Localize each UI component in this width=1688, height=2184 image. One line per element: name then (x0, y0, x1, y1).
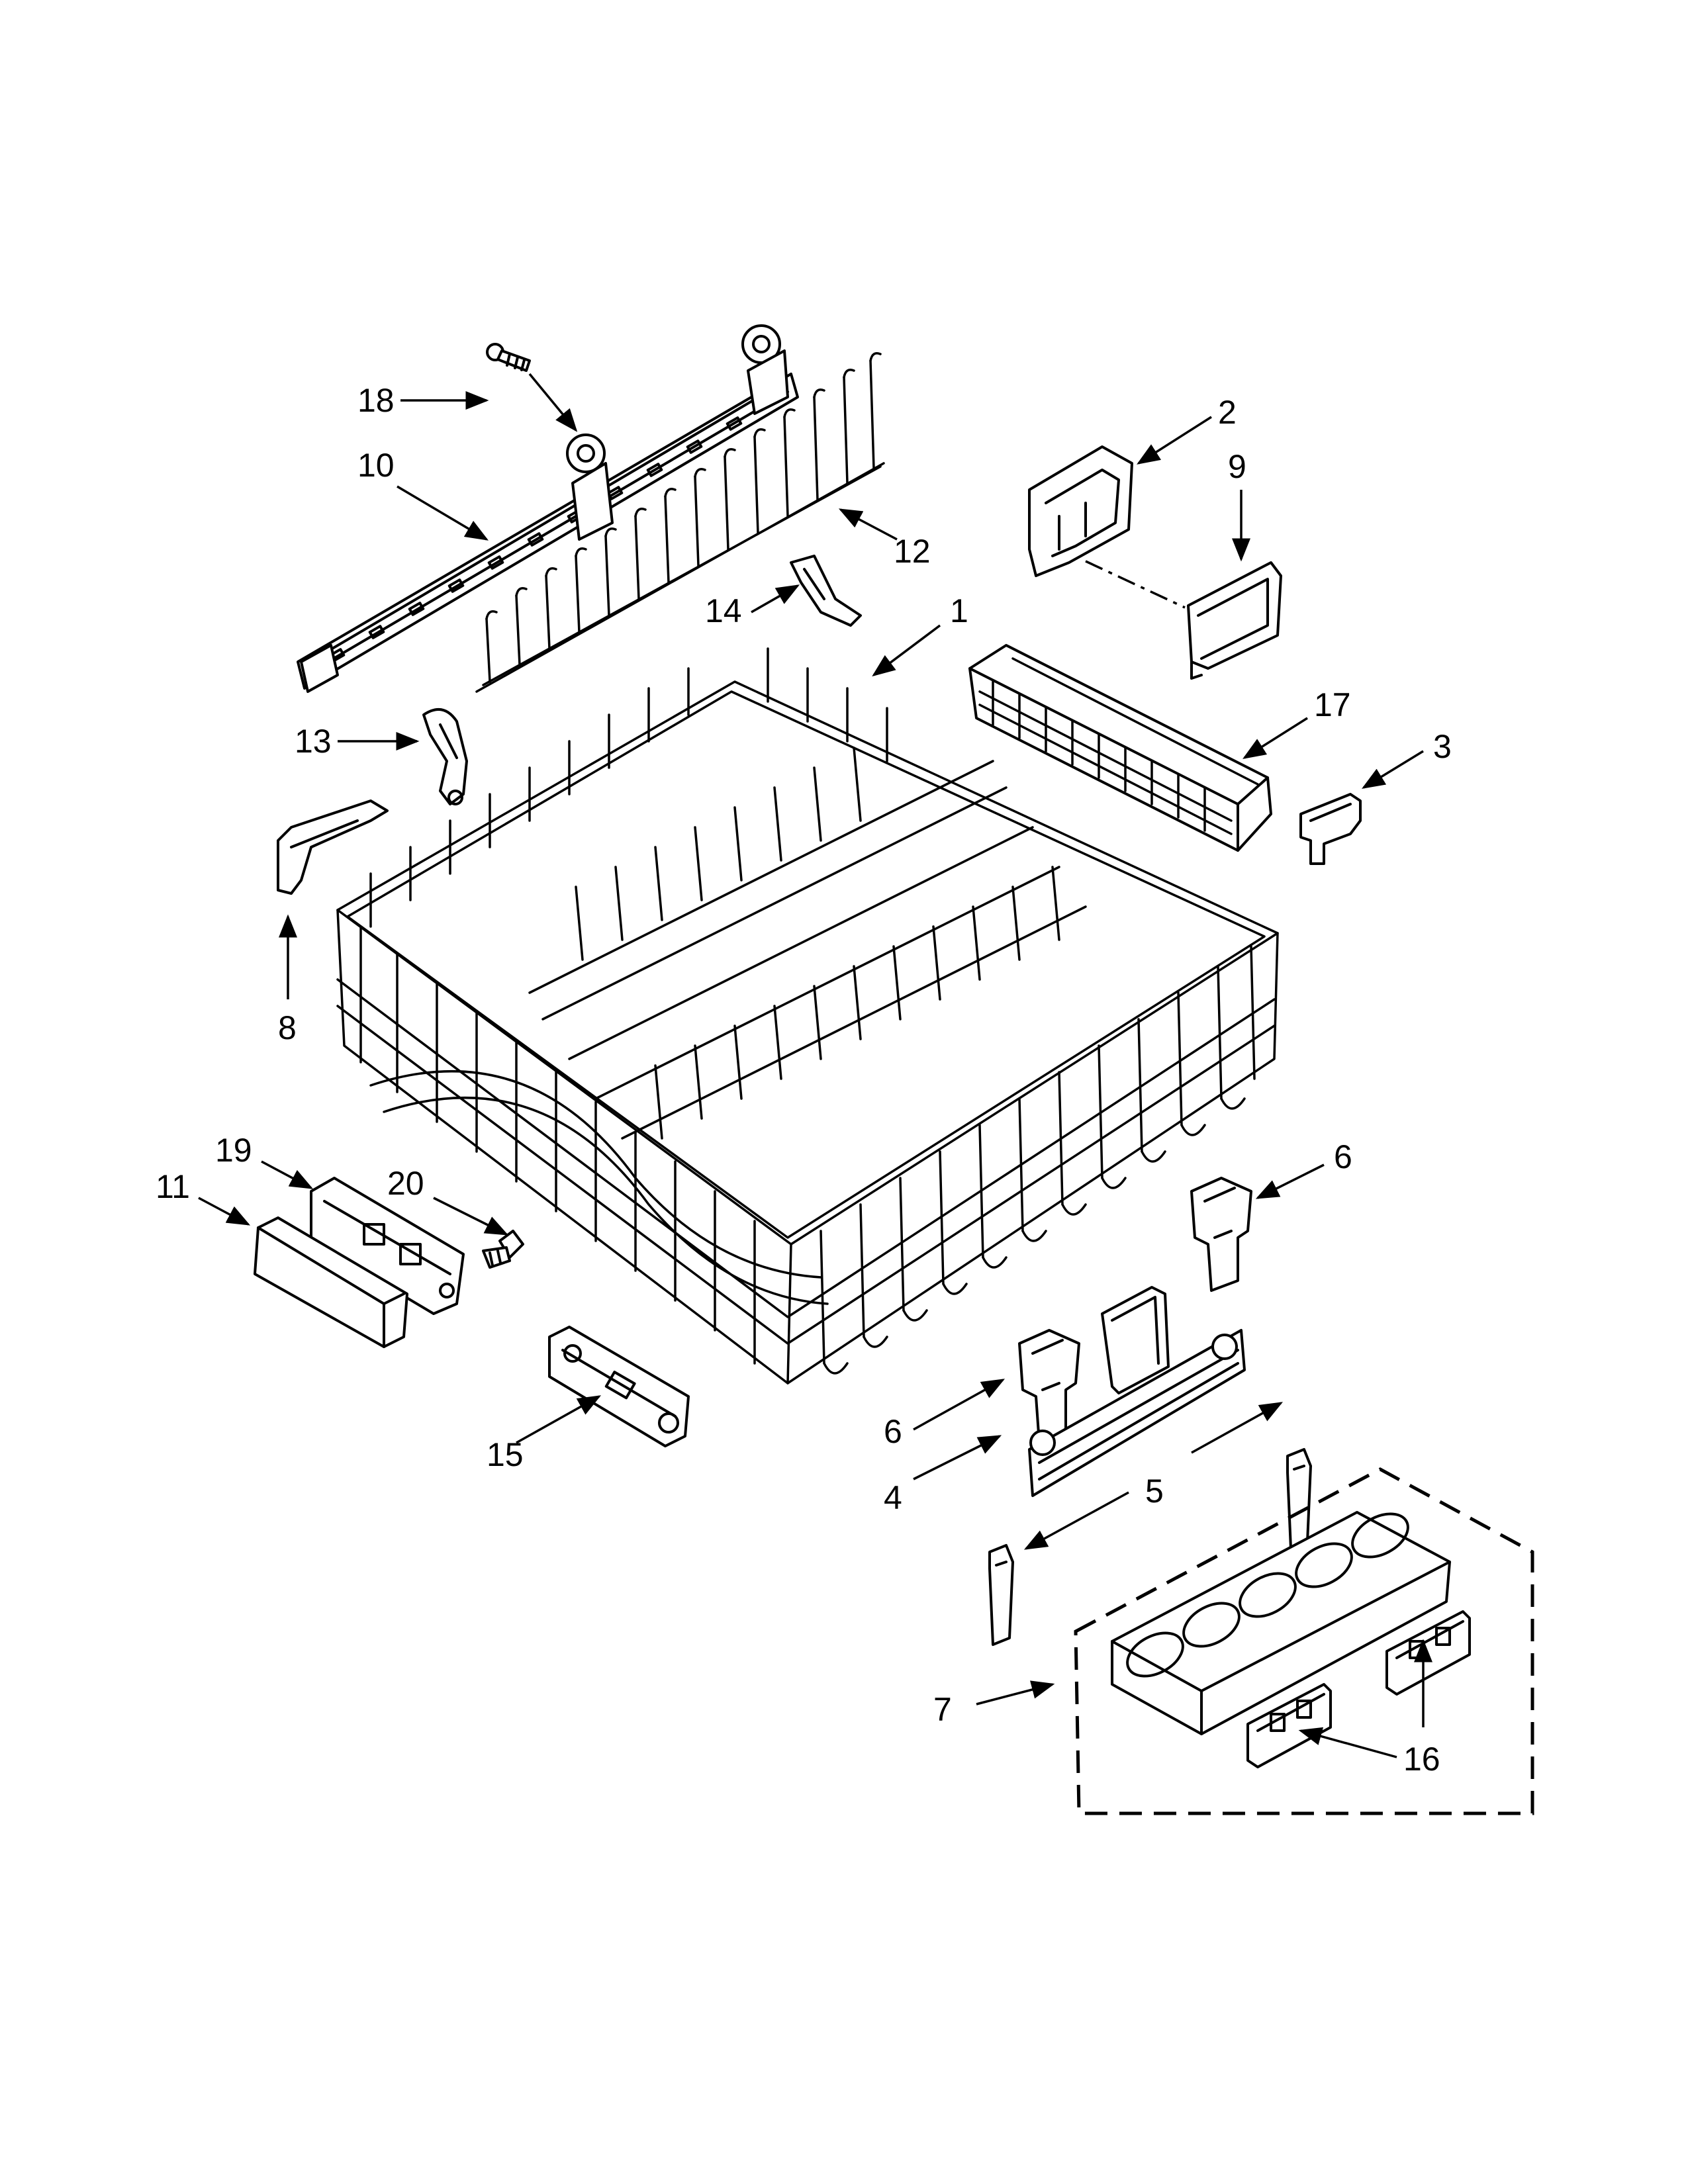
callout-6-upper: 6 (1334, 1138, 1352, 1175)
callout-labels: 18 10 12 2 9 14 1 17 3 13 8 6 19 11 20 6… (156, 382, 1452, 1778)
part-11-rack-handle (254, 1216, 408, 1348)
callout-3: 3 (1433, 728, 1452, 765)
callout-15: 15 (487, 1436, 524, 1473)
leader-lines (198, 373, 1432, 1758)
callout-13: 13 (295, 723, 332, 760)
part-8-stop-arm (277, 799, 389, 895)
part-20-screw (482, 1230, 524, 1269)
callout-10: 10 (357, 447, 395, 484)
part-19-handle-bracket (310, 1177, 465, 1315)
part-6-clip-lower (1018, 1329, 1080, 1444)
part-18-screw (486, 343, 531, 372)
callout-9: 9 (1228, 448, 1246, 485)
part-10-rack-adjuster-rail (297, 324, 799, 693)
part-12-tine-row (475, 352, 885, 693)
part-7-kit-boundary (1074, 1467, 1534, 1815)
callout-6-lower: 6 (884, 1413, 902, 1450)
callout-20: 20 (387, 1165, 424, 1202)
callout-4: 4 (884, 1479, 902, 1516)
callout-14: 14 (705, 592, 742, 629)
callout-2: 2 (1218, 394, 1237, 431)
part-1-upper-rack (336, 647, 1279, 1385)
callout-7: 7 (933, 1691, 952, 1728)
part-9-bracket (1187, 561, 1282, 680)
part-6-clip-upper (1190, 1177, 1252, 1292)
part-13-clip (422, 708, 468, 805)
callout-19: 19 (215, 1132, 252, 1169)
callout-16: 16 (1403, 1741, 1440, 1778)
part-2-bracket (1028, 445, 1133, 577)
callout-1: 1 (950, 592, 968, 629)
part-17-cutlery-basket (968, 644, 1272, 852)
callout-11: 11 (156, 1168, 190, 1205)
part-15-adjuster (548, 1326, 690, 1447)
part-3-clip (1299, 793, 1362, 865)
part-5-slide-right (1286, 1448, 1312, 1550)
part-5-slide-left (988, 1544, 1014, 1646)
callout-18: 18 (357, 382, 395, 419)
callout-8: 8 (278, 1009, 297, 1046)
callout-5: 5 (1145, 1473, 1164, 1510)
part-4-rack-adjuster-track (1028, 1286, 1246, 1497)
callout-12: 12 (894, 533, 931, 570)
part-16-clip-left (1246, 1683, 1332, 1768)
part-14-tine-clip (790, 555, 862, 627)
part-7-cup-shelf (1111, 1511, 1451, 1735)
callout-17: 17 (1314, 686, 1351, 723)
